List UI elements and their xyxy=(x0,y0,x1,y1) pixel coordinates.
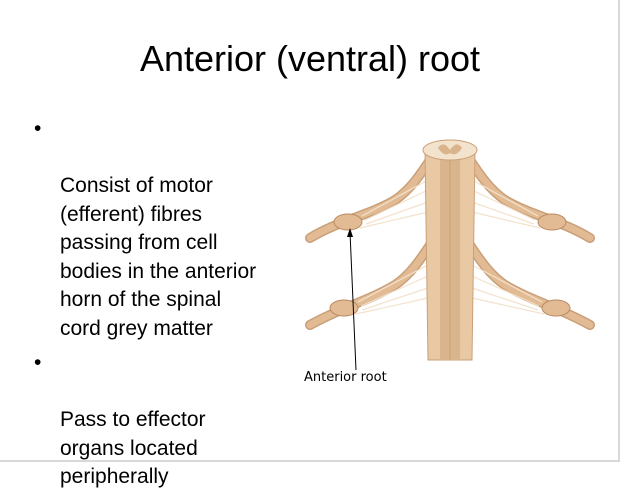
bullet-item: • Pass to effector organs located periph… xyxy=(34,349,284,492)
bullet-list: • Consist of motor (efferent) fibres pas… xyxy=(34,115,284,498)
anterior-root-pointer xyxy=(347,228,357,371)
spinal-cord xyxy=(422,139,478,361)
bullet-text: Consist of motor (efferent) fibres passi… xyxy=(60,174,257,340)
slide: Anterior (ventral) root • Consist of mot… xyxy=(0,0,620,488)
upper-nerve-right xyxy=(465,155,595,243)
spinal-cord-illustration xyxy=(305,139,595,371)
lower-nerve-left xyxy=(305,240,435,330)
bullet-item: • Consist of motor (efferent) fibres pas… xyxy=(34,115,284,343)
slide-title: Anterior (ventral) root xyxy=(139,38,481,79)
anterior-root-label: Anterior root xyxy=(304,370,387,385)
bullet-marker: • xyxy=(34,351,42,374)
lower-nerve-right xyxy=(465,240,595,330)
bullet-text: Pass to effector organs located peripher… xyxy=(60,408,206,488)
bullet-marker: • xyxy=(34,117,42,140)
upper-nerve-left xyxy=(305,155,435,243)
